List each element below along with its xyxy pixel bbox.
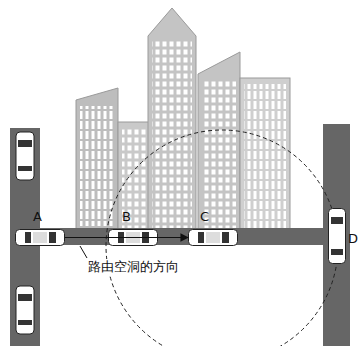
car xyxy=(16,286,34,334)
vehicle: C xyxy=(188,206,238,246)
leader-line xyxy=(80,246,87,258)
buildings xyxy=(76,8,290,232)
vehicle-letter: D xyxy=(348,232,358,246)
building xyxy=(118,122,152,232)
car-icon xyxy=(188,229,238,246)
road xyxy=(40,228,323,245)
vehicle: D xyxy=(328,208,360,264)
road xyxy=(323,124,350,346)
vehicle-letter: C xyxy=(200,210,209,224)
car-icon xyxy=(108,229,158,246)
vehicle: A xyxy=(15,206,65,246)
vehicle: B xyxy=(108,206,158,246)
car-icon xyxy=(15,229,65,246)
vehicle-letter: B xyxy=(122,210,131,224)
building xyxy=(198,52,240,232)
annotation-label: 路由空洞的方向 xyxy=(86,259,181,274)
vehicle-letter: A xyxy=(33,210,42,224)
car-icon xyxy=(328,208,346,264)
building xyxy=(240,78,290,232)
building xyxy=(148,8,196,232)
car xyxy=(16,132,34,180)
void-circle xyxy=(106,130,338,346)
